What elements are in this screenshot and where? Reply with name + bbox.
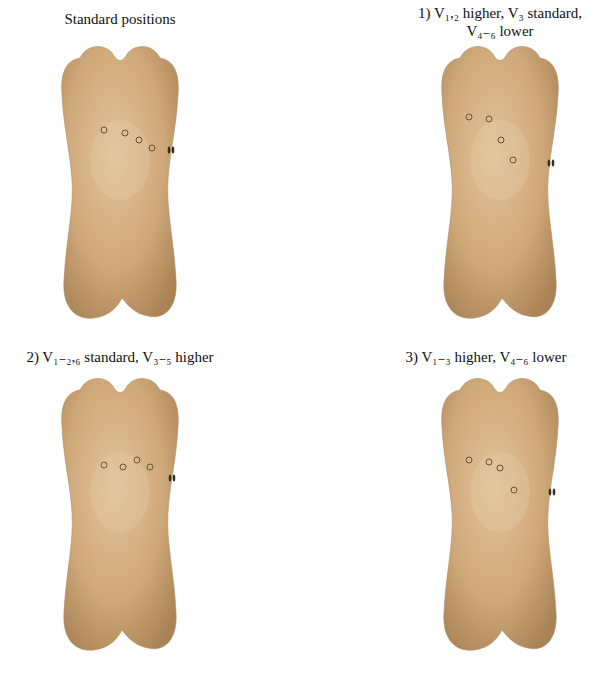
panel-caption: Standard positions [20, 10, 220, 28]
panel-caption: 3) V₁₋₃ higher, V₄₋₆ lower [386, 348, 586, 366]
torso-figures [62, 47, 559, 651]
panel-caption: 1) V₁,₂ higher, V₃ standard, V₄₋₆ lower [415, 4, 585, 40]
electrode-markers [101, 114, 517, 493]
side-electrodes [168, 147, 556, 496]
panel-caption: 2) V₁₋₂,₆ standard, V₃₋₅ higher [5, 348, 235, 366]
